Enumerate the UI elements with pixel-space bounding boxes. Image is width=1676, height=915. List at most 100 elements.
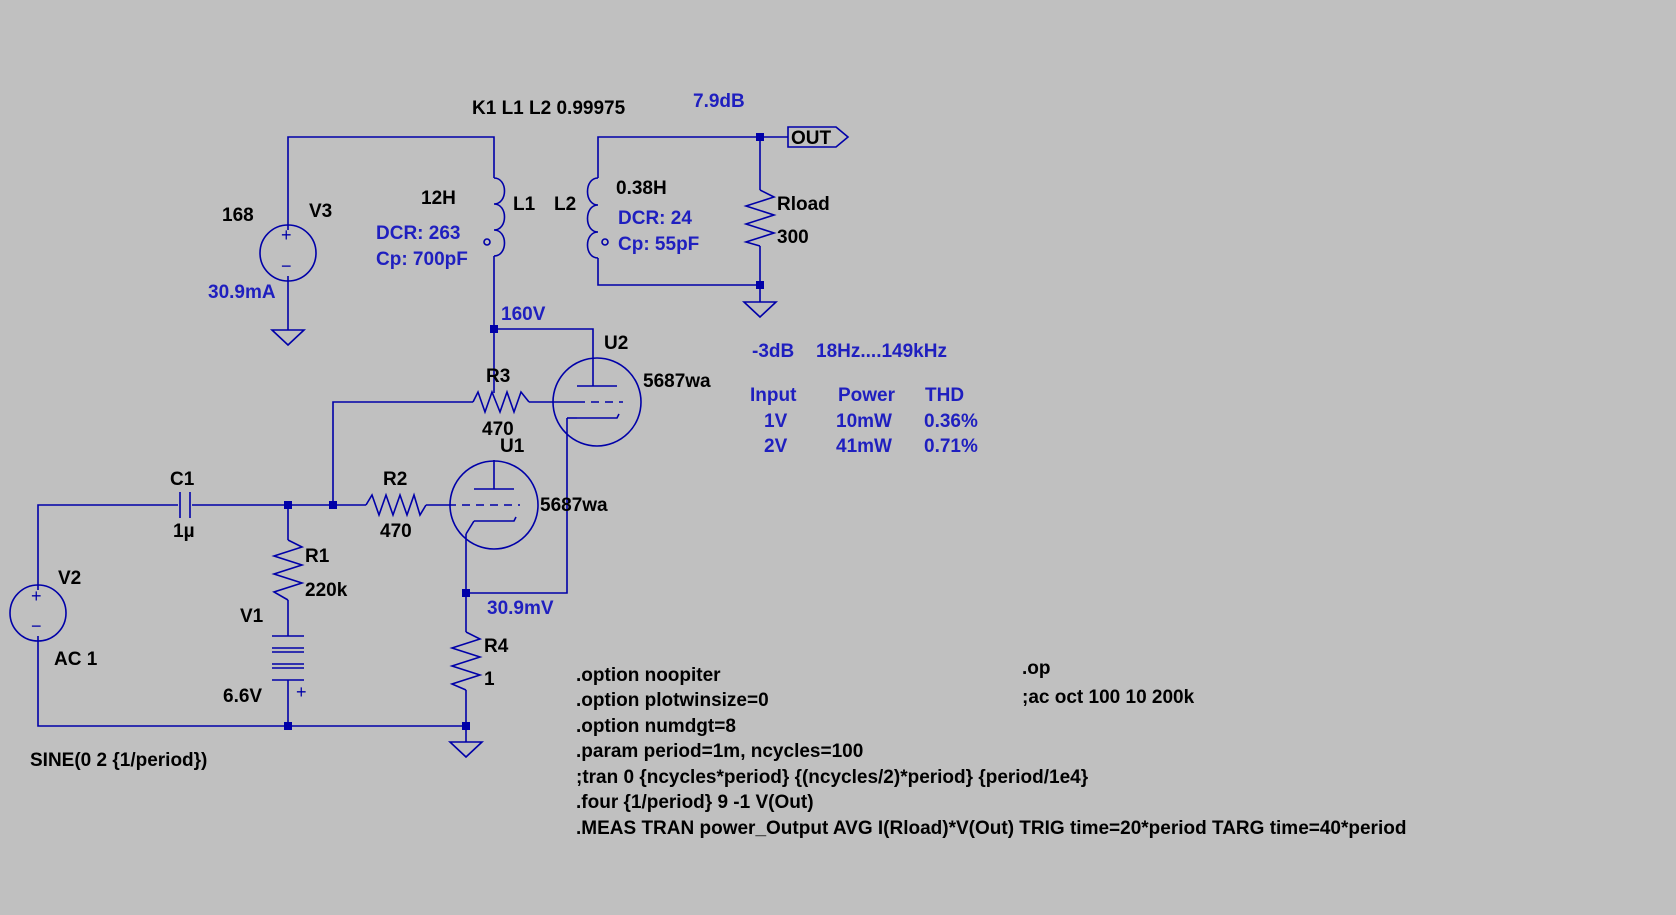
spice-directives-left: .option noopiter .option plotwinsize=0 .… (576, 665, 1406, 839)
r4-value: 1 (484, 669, 495, 690)
u2-model: 5687wa (643, 371, 711, 392)
results-cell: 41mW (836, 436, 892, 457)
resistor-r4[interactable] (449, 631, 483, 691)
gain-readout: 7.9dB (693, 91, 745, 112)
c1-name: C1 (170, 469, 195, 490)
wire-rload-bot (597, 246, 761, 286)
l2-cp: Cp: 55pF (618, 234, 699, 255)
wire-v3-l1 (287, 136, 495, 230)
battery-v1[interactable]: + (272, 635, 307, 702)
junction-gnd-v1 (284, 722, 292, 730)
results-cell: 0.71% (924, 436, 978, 457)
junction-plate (490, 325, 498, 333)
v3-value: 168 (222, 205, 254, 226)
l1-dcr: DCR: 263 (376, 223, 460, 244)
c1-value: 1µ (173, 521, 195, 542)
junction-cathode (462, 589, 470, 597)
v3-name: V3 (309, 201, 332, 222)
spice-directive[interactable]: .option numdgt=8 (576, 716, 736, 737)
ground-symbols (269, 301, 779, 759)
rload-value: 300 (777, 227, 809, 248)
wire-l2-top (597, 136, 760, 178)
results-header: Input (750, 385, 797, 406)
wire-v2-c1 (37, 504, 178, 590)
voltage-source-v2[interactable]: + − (9, 584, 67, 642)
triode-u1[interactable] (448, 460, 539, 550)
triode-u2[interactable] (552, 356, 642, 447)
inductor-l1[interactable] (483, 177, 506, 257)
junction-grid-r3 (329, 501, 337, 509)
ground-icon (447, 741, 485, 759)
results-cell: 1V (764, 411, 788, 432)
spice-directive[interactable]: .MEAS TRAN power_Output AVG I(Rload)*V(O… (576, 818, 1406, 839)
wire-r3-left (332, 401, 473, 505)
plus-sign: + (281, 225, 292, 245)
capacitor-c1[interactable] (179, 492, 191, 518)
wire-l1-plate (493, 256, 594, 356)
ground-icon (269, 329, 307, 347)
r3-name: R3 (486, 366, 510, 387)
cathode-voltage: 30.9mV (487, 598, 554, 619)
results-header: Power (838, 385, 896, 406)
spice-directive[interactable]: .param period=1m, ncycles=100 (576, 741, 863, 762)
v2-name: V2 (58, 568, 81, 589)
spice-directive[interactable]: .option noopiter (576, 665, 721, 686)
minus-sign: − (281, 256, 292, 276)
results-cell: 2V (764, 436, 788, 457)
r4-name: R4 (484, 636, 509, 657)
plus-sign: + (31, 586, 42, 606)
l2-dcr: DCR: 24 (618, 208, 692, 229)
wire-u2-cathode (466, 418, 568, 594)
minus-sign: − (31, 616, 42, 636)
junction-out (756, 133, 764, 141)
u1-model: 5687wa (540, 495, 608, 516)
l2-value: 0.38H (616, 178, 667, 199)
r1-value: 220k (305, 580, 348, 601)
resistor-r2[interactable] (365, 492, 427, 518)
l2-name: L2 (554, 194, 576, 215)
r1-name: R1 (305, 546, 330, 567)
junction-grid-r1 (284, 501, 292, 509)
resistor-rload[interactable] (743, 189, 777, 247)
plus-sign: + (296, 682, 307, 702)
u2-name: U2 (604, 333, 628, 354)
spice-directive[interactable]: ;tran 0 {ncycles*period} {(ncycles/2)*pe… (576, 767, 1089, 788)
l1-name: L1 (513, 194, 536, 215)
inductor-l2[interactable] (586, 177, 609, 259)
coupling-directive: K1 L1 L2 0.99975 (472, 98, 626, 119)
bandwidth-label: -3dB (752, 341, 794, 362)
v2-sine: SINE(0 2 {1/period}) (30, 750, 207, 771)
results-table: Input Power THD 1V 10mW 0.36% 2V 41mW 0.… (750, 385, 978, 457)
spice-directive[interactable]: ;ac oct 100 10 200k (1022, 687, 1195, 708)
out-port-label: OUT (791, 128, 832, 149)
ground-icon (741, 301, 779, 319)
r2-name: R2 (383, 469, 407, 490)
junction-gnd-r4 (462, 722, 470, 730)
r2-value: 470 (380, 521, 412, 542)
resistor-r1[interactable] (271, 539, 305, 601)
v1-name: V1 (240, 606, 264, 627)
voltage-source-v3[interactable]: + − (259, 224, 317, 282)
v2-value: AC 1 (54, 649, 98, 670)
junctions (284, 133, 764, 730)
results-cell: 10mW (836, 411, 892, 432)
l1-value: 12H (421, 188, 456, 209)
plate-voltage: 160V (501, 304, 546, 325)
output-port[interactable]: OUT (787, 126, 850, 149)
results-header: THD (925, 385, 964, 406)
results-cell: 0.36% (924, 411, 978, 432)
resistor-r3[interactable] (472, 385, 530, 415)
spice-directive[interactable]: .four {1/period} 9 -1 V(Out) (576, 792, 814, 813)
wire-ground-bus (37, 636, 466, 727)
v3-current: 30.9mA (208, 282, 276, 303)
spice-directive[interactable]: .option plotwinsize=0 (576, 690, 769, 711)
l1-cp: Cp: 700pF (376, 249, 468, 270)
spice-directive[interactable]: .op (1022, 658, 1051, 679)
r3-value: 470 (482, 419, 514, 440)
v1-value: 6.6V (223, 686, 262, 707)
rload-name: Rload (777, 194, 830, 215)
u1-name: U1 (500, 436, 525, 457)
bandwidth-range: 18Hz....149kHz (816, 341, 947, 362)
junction-l2-gnd (756, 281, 764, 289)
